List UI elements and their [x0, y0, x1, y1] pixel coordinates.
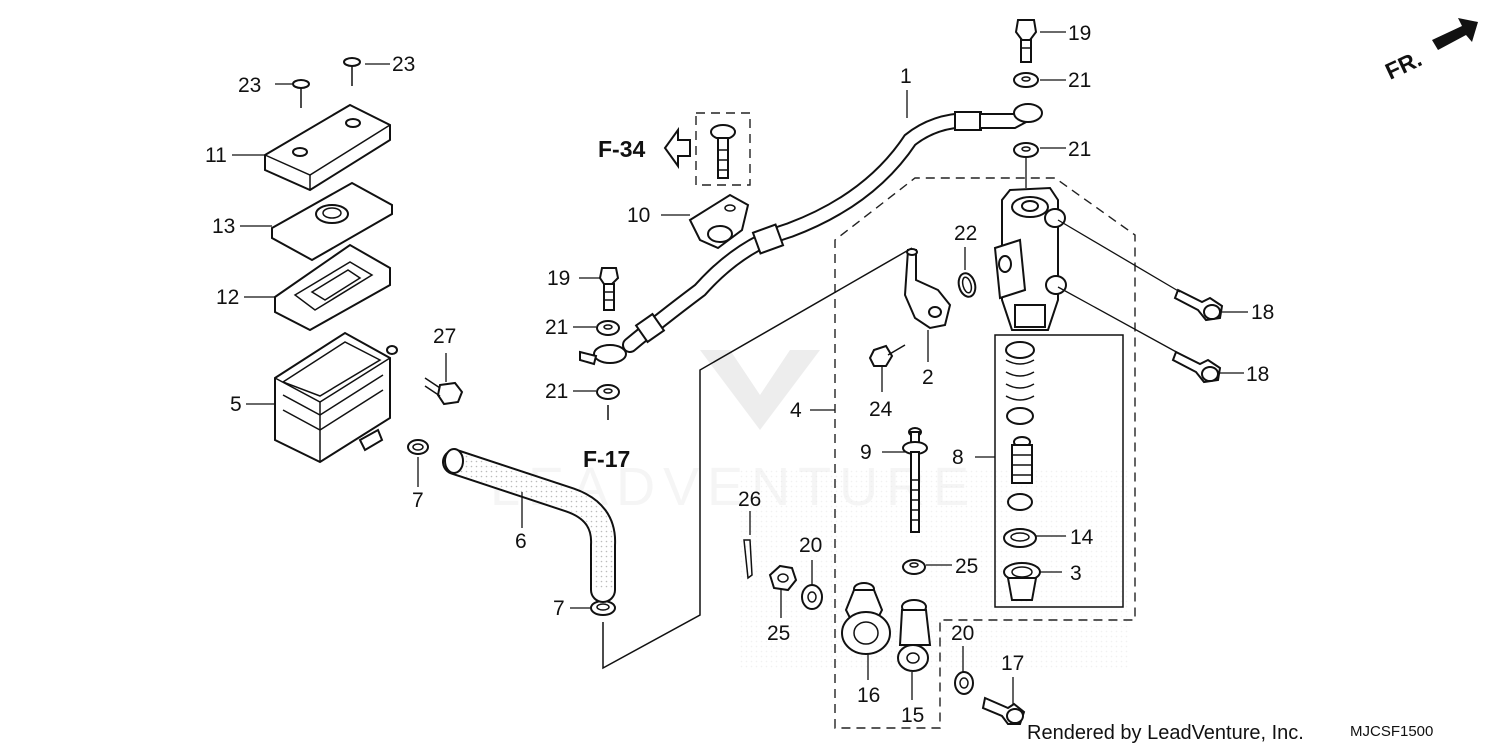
- callout-19: 19: [547, 267, 570, 290]
- boot-3: [1003, 562, 1041, 601]
- f34-arrow: [663, 126, 691, 170]
- hose-clip-lower: [590, 600, 616, 616]
- bolt-f34-reference: [710, 124, 736, 179]
- washer-20-right: [954, 671, 974, 695]
- callout-23: 23: [238, 74, 261, 97]
- right-banjo-bolt-19: [1014, 19, 1038, 63]
- callout-21: 21: [545, 316, 568, 339]
- assembly-leader-line: [602, 247, 913, 670]
- push-rod-9: [902, 427, 928, 533]
- bolt-18-lower: [1171, 350, 1222, 384]
- reservoir-cap: [264, 103, 391, 192]
- screw-23-left: [292, 79, 310, 108]
- callout-24: 24: [869, 398, 893, 421]
- hose-joint-2: [903, 248, 952, 330]
- callout-17: 17: [1001, 652, 1024, 675]
- callout-14: 14: [1070, 526, 1094, 549]
- callout-labels: 23 23 11 13 12 5 27 7 6 7 10 19 21 21 1 …: [205, 22, 1274, 727]
- callout-2: 2: [922, 366, 934, 389]
- assembly-group-outline: [695, 112, 1136, 729]
- leader-lines: [232, 31, 1248, 704]
- left-washer-21-upper: [596, 320, 620, 336]
- front-direction-marker: FR.: [1381, 18, 1478, 85]
- brake-hose: [622, 103, 1043, 353]
- rod-joint-15: [897, 599, 932, 672]
- callout-20: 20: [799, 534, 822, 557]
- callout-9: 9: [860, 441, 872, 464]
- nut-25-center: [902, 559, 926, 575]
- callout-13: 13: [212, 215, 235, 238]
- callout-6: 6: [515, 530, 527, 553]
- reservoir-plate: [271, 181, 393, 262]
- left-banjo-fitting: [579, 344, 627, 366]
- callout-15: 15: [901, 704, 924, 727]
- ref-f17: F-17: [583, 446, 630, 472]
- callout-18: 18: [1251, 301, 1274, 324]
- callout-19: 19: [1068, 22, 1091, 45]
- callout-25: 25: [955, 555, 978, 578]
- callout-11: 11: [205, 144, 227, 167]
- bolt-27: [424, 377, 464, 406]
- nut-25-left: [768, 564, 798, 592]
- callout-21: 21: [1068, 69, 1091, 92]
- svg-text:FR.: FR.: [1381, 45, 1426, 84]
- callout-8: 8: [952, 446, 964, 469]
- bolt-17: [981, 696, 1026, 725]
- callout-4: 4: [790, 399, 802, 422]
- callout-21: 21: [1068, 138, 1091, 161]
- callout-22: 22: [954, 222, 977, 245]
- master-cylinder-body: [993, 186, 1067, 331]
- reservoir-hose: [442, 448, 617, 603]
- reservoir-diaphragm: [274, 243, 391, 332]
- callout-1: 1: [900, 65, 912, 88]
- screw-24: [868, 344, 906, 367]
- callout-12: 12: [216, 286, 239, 309]
- callout-3: 3: [1070, 562, 1082, 585]
- rod-joint-16: [841, 582, 891, 655]
- callout-26: 26: [738, 488, 761, 511]
- washer-20-left: [801, 584, 823, 610]
- cotter-pin-26: [743, 539, 753, 580]
- callout-23: 23: [392, 53, 415, 76]
- left-washer-21-lower: [596, 384, 620, 400]
- reservoir-body: [274, 331, 398, 464]
- circlip-14: [1003, 528, 1037, 548]
- callout-5: 5: [230, 393, 242, 416]
- callout-21: 21: [545, 380, 568, 403]
- right-washer-21-lower: [1013, 142, 1039, 158]
- piston-set-8: [1005, 341, 1035, 511]
- callout-16: 16: [857, 684, 880, 707]
- callout-18: 18: [1246, 363, 1269, 386]
- o-ring-22: [957, 272, 977, 298]
- callout-7: 7: [553, 597, 565, 620]
- callout-27: 27: [433, 325, 456, 348]
- right-washer-21-upper: [1013, 72, 1039, 88]
- diagram-code: MJCSF1500: [1350, 723, 1433, 740]
- ref-f34: F-34: [598, 136, 646, 162]
- render-credit: Rendered by LeadVenture, Inc.: [1027, 722, 1304, 744]
- callout-7: 7: [412, 489, 424, 512]
- callout-10: 10: [627, 204, 650, 227]
- hose-clamp: [688, 193, 750, 250]
- left-banjo-bolt-19: [598, 267, 620, 311]
- screw-23-right: [343, 57, 361, 86]
- callout-25: 25: [767, 622, 790, 645]
- callout-20: 20: [951, 622, 974, 645]
- hose-clip-upper: [407, 439, 429, 455]
- bolt-18-upper: [1173, 288, 1224, 322]
